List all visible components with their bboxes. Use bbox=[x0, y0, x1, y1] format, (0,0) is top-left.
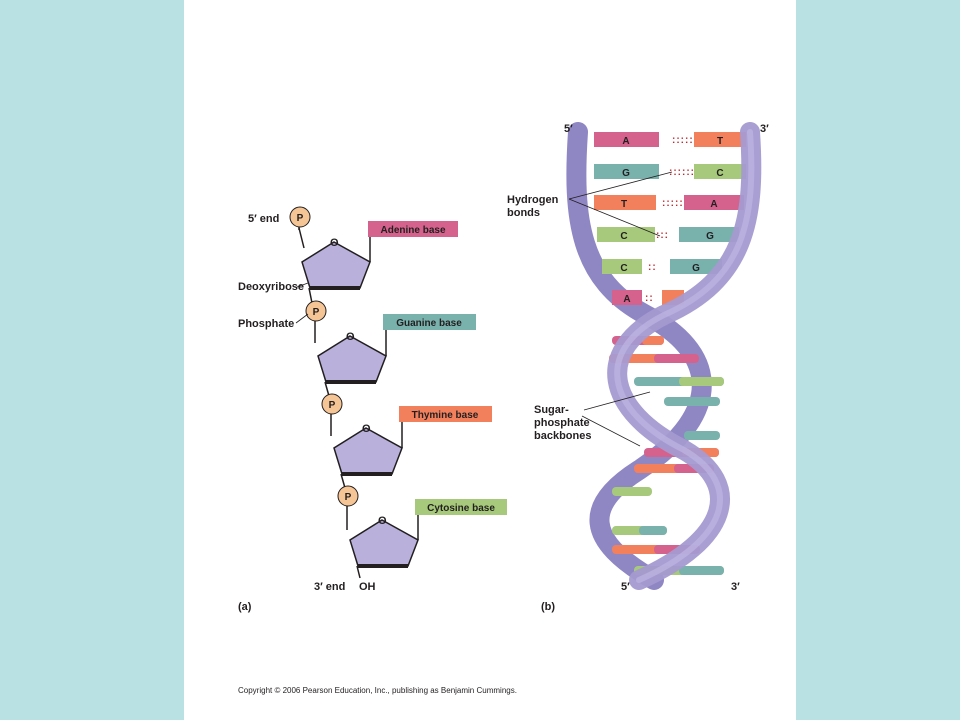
svg-text:A: A bbox=[622, 136, 629, 147]
deoxyribose-sugar-4: O bbox=[349, 508, 419, 568]
backbones-label-line2: phosphate bbox=[534, 417, 590, 429]
phosphate-group-2: P bbox=[305, 300, 327, 322]
phosphate-group-3: P bbox=[321, 393, 343, 415]
bottom-3-prime-label: 3′ bbox=[731, 581, 740, 593]
svg-text::::: ::: bbox=[656, 230, 669, 241]
svg-text:Guanine base: Guanine base bbox=[396, 318, 462, 329]
svg-text:C: C bbox=[620, 231, 627, 242]
svg-text:::: :: bbox=[648, 262, 657, 273]
adenine-base: Adenine base bbox=[368, 221, 458, 237]
svg-text:T: T bbox=[621, 199, 627, 210]
three-prime-end-label: 3′ end bbox=[314, 581, 345, 593]
backbones-label-line3: backbones bbox=[534, 430, 591, 442]
base-pair-4: C ::: G bbox=[597, 227, 739, 242]
guanine-base: Guanine base bbox=[383, 314, 476, 330]
dna-figure: O O O O P P bbox=[238, 122, 769, 613]
svg-text:P: P bbox=[329, 400, 336, 411]
ring-oxygen-2: O bbox=[346, 331, 355, 343]
hydroxyl-label: OH bbox=[359, 581, 376, 593]
base-pair-1: A ::::: T bbox=[594, 132, 746, 147]
svg-text::::::: ::::: bbox=[672, 135, 694, 146]
panel-a-label: (a) bbox=[238, 601, 252, 613]
deoxyribose-sugar-2: O bbox=[317, 324, 387, 384]
backbones-label-line1: Sugar- bbox=[534, 404, 569, 416]
ring-oxygen-4: O bbox=[378, 515, 387, 527]
base-pair-2: G :::::: C bbox=[594, 164, 746, 179]
svg-text:G: G bbox=[622, 168, 630, 179]
deoxyribose-label: Deoxyribose bbox=[238, 281, 304, 293]
svg-text:A: A bbox=[623, 294, 630, 305]
svg-text:P: P bbox=[313, 307, 320, 318]
copyright-notice: Copyright © 2006 Pearson Education, Inc.… bbox=[238, 686, 517, 695]
panel-b: A ::::: T G :::::: C T ::::: A C ::: G bbox=[507, 122, 769, 613]
thymine-base: Thymine base bbox=[399, 406, 492, 422]
hydrogen-bonds-label-line1: Hydrogen bbox=[507, 194, 559, 206]
deoxyribose-sugar-1: O bbox=[301, 232, 371, 290]
ring-oxygen-1: O bbox=[330, 237, 339, 249]
base-pair-5: C :: G bbox=[602, 259, 722, 274]
svg-text::::::: ::::: bbox=[662, 198, 684, 209]
svg-text:P: P bbox=[345, 492, 352, 503]
ring-oxygen-3: O bbox=[362, 423, 371, 435]
svg-text:T: T bbox=[717, 136, 723, 147]
slide: O O O O P P bbox=[184, 0, 796, 720]
svg-text:Adenine base: Adenine base bbox=[380, 225, 445, 236]
top-5-prime-label: 5′ bbox=[564, 123, 573, 135]
top-3-prime-label: 3′ bbox=[760, 123, 769, 135]
base-pair-3: T ::::: A bbox=[594, 195, 744, 210]
panel-b-label: (b) bbox=[541, 601, 555, 613]
phosphate-group-4: P bbox=[337, 485, 359, 507]
svg-text:G: G bbox=[692, 263, 700, 274]
svg-text:::: :: bbox=[645, 293, 654, 304]
svg-text:Cytosine base: Cytosine base bbox=[427, 503, 495, 514]
svg-text:::::::: :::::: bbox=[669, 167, 695, 178]
deoxyribose-sugar-3: O bbox=[333, 416, 403, 476]
phosphate-label: Phosphate bbox=[238, 318, 294, 330]
panel-a: O O O O P P bbox=[238, 206, 507, 613]
cytosine-base: Cytosine base bbox=[415, 499, 507, 515]
svg-text:Thymine base: Thymine base bbox=[412, 410, 479, 421]
svg-text:G: G bbox=[706, 231, 714, 242]
svg-text:A: A bbox=[710, 199, 717, 210]
phosphate-group-1: P bbox=[289, 206, 311, 228]
bottom-5-prime-label: 5′ bbox=[621, 581, 630, 593]
svg-text:P: P bbox=[297, 213, 304, 224]
svg-text:C: C bbox=[620, 263, 627, 274]
svg-text:C: C bbox=[716, 168, 723, 179]
hydrogen-bonds-label-line2: bonds bbox=[507, 207, 540, 219]
five-prime-end-label: 5′ end bbox=[248, 213, 279, 225]
